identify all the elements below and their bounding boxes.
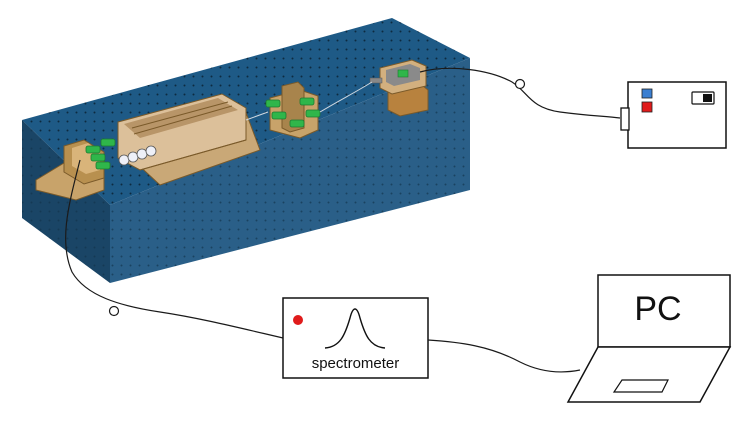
lens-array-left bbox=[85, 138, 116, 170]
indicator-red bbox=[293, 315, 303, 325]
spectrometer-box bbox=[282, 297, 429, 379]
cuvette-holder bbox=[117, 93, 261, 186]
beam-line bbox=[319, 81, 373, 113]
laptop-icon bbox=[566, 274, 732, 403]
indicator-red bbox=[641, 101, 653, 113]
source-mount-right bbox=[369, 59, 429, 117]
cable-to-pc bbox=[427, 339, 581, 373]
laptop-screen bbox=[597, 274, 731, 348]
table-side-holes bbox=[22, 120, 110, 283]
table-front-holes bbox=[110, 58, 470, 283]
pc-label: PC bbox=[634, 290, 682, 328]
lens-mount-middle bbox=[265, 81, 321, 139]
gaussian-peak-icon bbox=[324, 308, 386, 349]
spectrometer-label: spectrometer bbox=[311, 355, 400, 372]
beam-line bbox=[245, 111, 269, 121]
laptop-base bbox=[566, 346, 732, 403]
fiber-to-spectrometer bbox=[65, 159, 284, 339]
light-source-box bbox=[620, 81, 727, 149]
fiber-connector-top bbox=[514, 78, 526, 90]
fiber-connector-bottom bbox=[108, 305, 120, 317]
fiber-to-light-source bbox=[419, 67, 621, 119]
laptop-touchpad bbox=[612, 379, 669, 393]
indicator-blue bbox=[641, 88, 653, 99]
